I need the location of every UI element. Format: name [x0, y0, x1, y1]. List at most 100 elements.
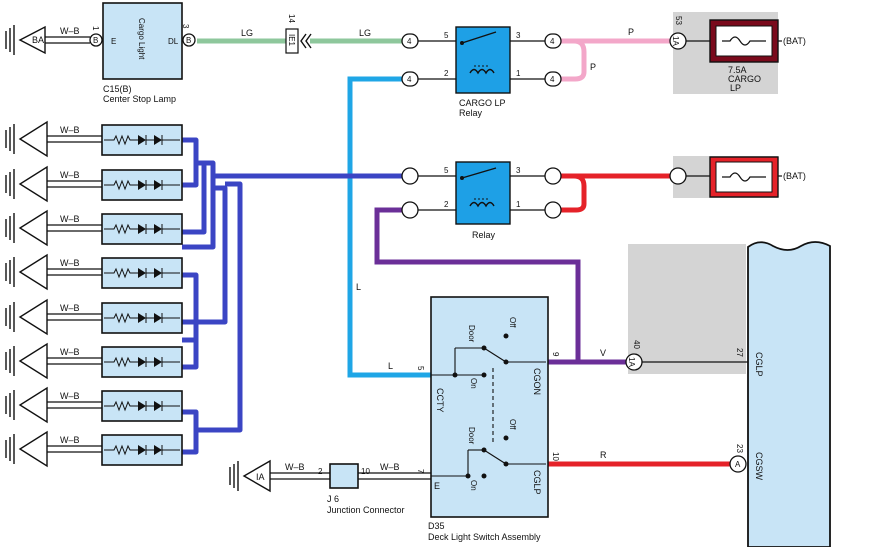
svg-text:10: 10 [551, 452, 560, 461]
svg-text:14: 14 [287, 14, 296, 23]
lamp-module-1 [101, 124, 183, 156]
wb-label-4: W–B [60, 258, 80, 268]
wb-wires [44, 36, 431, 480]
v-label: V [600, 348, 606, 358]
cargo-light-pin-left: 1 [91, 26, 100, 31]
ecu-body [747, 241, 831, 548]
svg-text:23: 23 [735, 444, 744, 453]
svg-text:4: 4 [550, 37, 555, 46]
p-wire [558, 38, 672, 82]
relay-top: 5 2 3 1 CARGO LP Relay [444, 26, 521, 118]
svg-text:1A: 1A [671, 36, 680, 46]
relay-top-name-1: CARGO LP [459, 98, 506, 108]
svg-text:Door: Door [467, 427, 476, 445]
svg-text:1A: 1A [627, 357, 636, 367]
fuse-mid-supply: (BAT) [783, 171, 806, 181]
cargo-light-conn-left-label: B [93, 36, 98, 45]
ground-symbols [5, 25, 271, 493]
svg-text:53: 53 [674, 16, 683, 25]
ecu-conn-23: A 23 [729, 444, 747, 473]
wb-label-j6-right: W–B [380, 462, 400, 472]
fuse-mid: (BAT) [669, 156, 806, 198]
p-label-1: P [628, 27, 634, 37]
svg-text:2: 2 [318, 467, 323, 476]
relay-mid: 5 2 3 1 Relay [444, 161, 521, 240]
l-wire [347, 76, 431, 378]
svg-text:1: 1 [516, 69, 521, 78]
svg-text:2: 2 [444, 69, 449, 78]
deck-switch-e: E [434, 481, 440, 491]
svg-text:On: On [469, 480, 478, 491]
ecu-cglp: CGLP [754, 352, 764, 377]
svg-text:3: 3 [516, 31, 521, 40]
cargo-light-conn-left [89, 33, 103, 47]
cargo-light-pin-right: 3 [181, 24, 190, 29]
ecu-gray-panel [628, 244, 746, 374]
fuse-top: 1A 53 (BAT) 7.5A CARGO LP [669, 16, 806, 93]
cargo-light-pin-e: E [111, 37, 116, 46]
wb-label-6: W–B [60, 347, 80, 357]
lg-label-1: LG [241, 28, 253, 38]
cargo-light-code: C15(B) [103, 84, 132, 94]
cargo-light-box [102, 2, 183, 80]
svg-text:3: 3 [516, 166, 521, 175]
l-label-2: L [388, 361, 393, 371]
inline-connector-14: 14 IE1 [285, 14, 312, 54]
cargo-light-name: Center Stop Lamp [103, 94, 176, 104]
deck-switch-cglp: CGLP [532, 470, 542, 495]
wb-label-j6-left: W–B [285, 462, 305, 472]
fuse-top-name-2: LP [730, 83, 741, 93]
l-label-1: L [356, 282, 361, 292]
fuse-top-supply: (BAT) [783, 36, 806, 46]
lamp-module-3 [101, 213, 183, 245]
lamp-module-2 [101, 169, 183, 201]
svg-text:5: 5 [444, 166, 449, 175]
junction-code: J 6 [327, 494, 339, 504]
wb-label-1: W–B [60, 125, 80, 135]
relay-top-connectors: 4 4 4 4 [401, 33, 562, 87]
svg-text:7: 7 [416, 469, 425, 474]
deck-switch: 5 9 10 7 CCTY CGON CGLP E Door Off On Do… [416, 296, 560, 542]
blue-bus [182, 137, 404, 455]
fuse-top-rating: 7.5A [728, 65, 747, 75]
svg-text:A: A [735, 460, 741, 469]
wb-label-5: W–B [60, 303, 80, 313]
svg-text:IE1: IE1 [287, 34, 296, 47]
deck-switch-ccty: CCTY [435, 388, 445, 413]
deck-switch-name: Deck Light Switch Assembly [428, 532, 541, 542]
fuse-top-name-1: CARGO [728, 74, 761, 84]
deck-switch-code: D35 [428, 521, 445, 531]
ground-top [5, 25, 46, 55]
p-label-2: P [590, 62, 596, 72]
relay-mid-connectors [401, 167, 562, 219]
svg-text:2: 2 [444, 200, 449, 209]
wb-label-8: W–B [60, 435, 80, 445]
cargo-light: B B 1 3 E DL Cargo Light C15(B) Center S… [89, 2, 196, 104]
svg-text:5: 5 [416, 366, 425, 371]
ecu-cgsw: CGSW [754, 452, 764, 481]
wb-label-3: W–B [60, 214, 80, 224]
r-label: R [600, 450, 607, 460]
lamp-module-6 [101, 346, 183, 378]
wb-label-2: W–B [60, 170, 80, 180]
svg-text:40: 40 [632, 340, 641, 349]
svg-text:4: 4 [407, 75, 412, 84]
ecu-pin-27: 27 [735, 348, 744, 357]
deck-switch-cgon: CGON [532, 368, 542, 395]
lg-label-2: LG [359, 28, 371, 38]
cargo-light-pin-dl: DL [168, 37, 179, 46]
lamp-module-7 [101, 390, 183, 422]
lamp-module-8 [101, 434, 183, 466]
lamp-module-5 [101, 302, 183, 334]
svg-text:Off: Off [508, 317, 517, 328]
lamp-module-4 [101, 257, 183, 289]
ground-bottom [229, 459, 271, 493]
ecu-conn-40: 1A 40 [625, 340, 748, 371]
svg-text:5: 5 [444, 31, 449, 40]
svg-text:4: 4 [550, 75, 555, 84]
junction-j6: 2 10 J 6 Junction Connector [318, 463, 405, 515]
cargo-light-conn-right [182, 33, 196, 47]
ground-bottom-label: IA [256, 472, 265, 482]
ground-top-label: BA [32, 35, 44, 45]
